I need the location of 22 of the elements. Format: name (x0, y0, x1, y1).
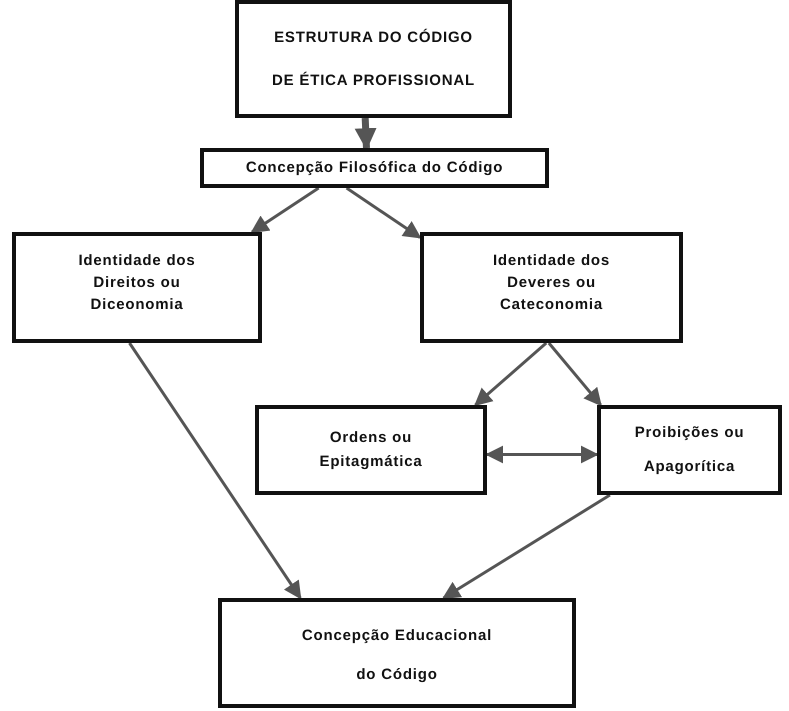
box-label: Concepção Filosófica do Código (246, 159, 504, 177)
box-label: ESTRUTURA DO CÓDIGO DE ÉTICA PROFISSIONAL (271, 28, 476, 91)
process-box (420, 232, 683, 343)
process-box (12, 232, 262, 343)
box-label: Identidade dos Direitos ou Diceonomia (77, 251, 197, 314)
box-label: Identidade dos Deveres ou Cateconomia (492, 251, 612, 314)
process-box (255, 405, 487, 495)
arrow (346, 186, 422, 239)
box-label: Ordens ou Epitagmática (318, 428, 424, 472)
box-label: Concepção Educacional do Código (300, 626, 494, 685)
arrow (128, 342, 302, 600)
process-box (200, 148, 549, 188)
process-box (597, 405, 782, 495)
arrow (250, 186, 320, 234)
arrow (354, 118, 377, 150)
process-box (218, 598, 576, 708)
process-box (235, 0, 512, 118)
arrow (474, 342, 548, 406)
arrow (485, 446, 599, 464)
arrow (548, 342, 602, 406)
box-label: Proibições ou Apagorítica (634, 422, 746, 477)
arrow (442, 494, 611, 600)
